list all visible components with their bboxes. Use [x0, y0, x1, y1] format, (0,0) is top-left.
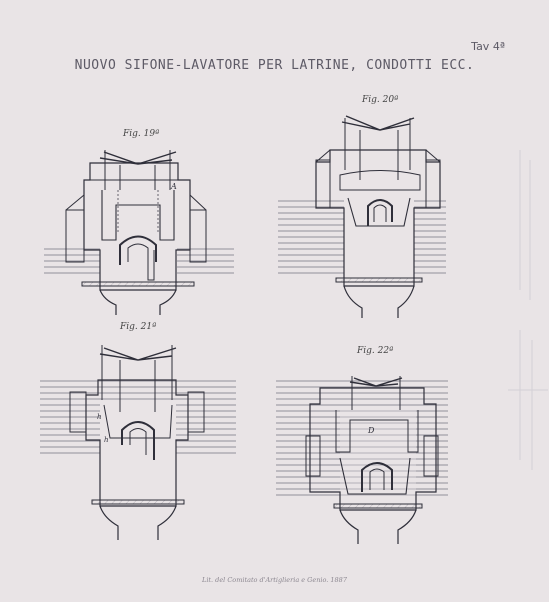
- figure-label-22: Fig. 22ª: [357, 346, 394, 356]
- letter-A: A: [170, 182, 177, 191]
- plate-title: NUOVO SIFONE-LAVATORE PER LATRINE, CONDO…: [74, 58, 475, 73]
- letter-h-upper: h: [97, 413, 102, 421]
- figure-19-drawing: [44, 150, 234, 315]
- figure-21-drawing: [40, 345, 236, 540]
- figure-22-drawing: [276, 376, 448, 544]
- letter-D: D: [367, 426, 375, 435]
- figure-label-21: Fig. 21ª: [120, 322, 157, 332]
- margin-show-through: [508, 150, 548, 470]
- letter-h-lower: h: [104, 436, 109, 444]
- figure-label-19: Fig. 19ª: [123, 129, 160, 139]
- lithographer-imprint: Lit. del Comitato d'Artiglieria e Genio.…: [202, 576, 347, 584]
- plate-number: Tav 4ª: [471, 40, 505, 53]
- figure-label-20: Fig. 20ª: [362, 95, 399, 105]
- figure-20-drawing: [278, 115, 446, 318]
